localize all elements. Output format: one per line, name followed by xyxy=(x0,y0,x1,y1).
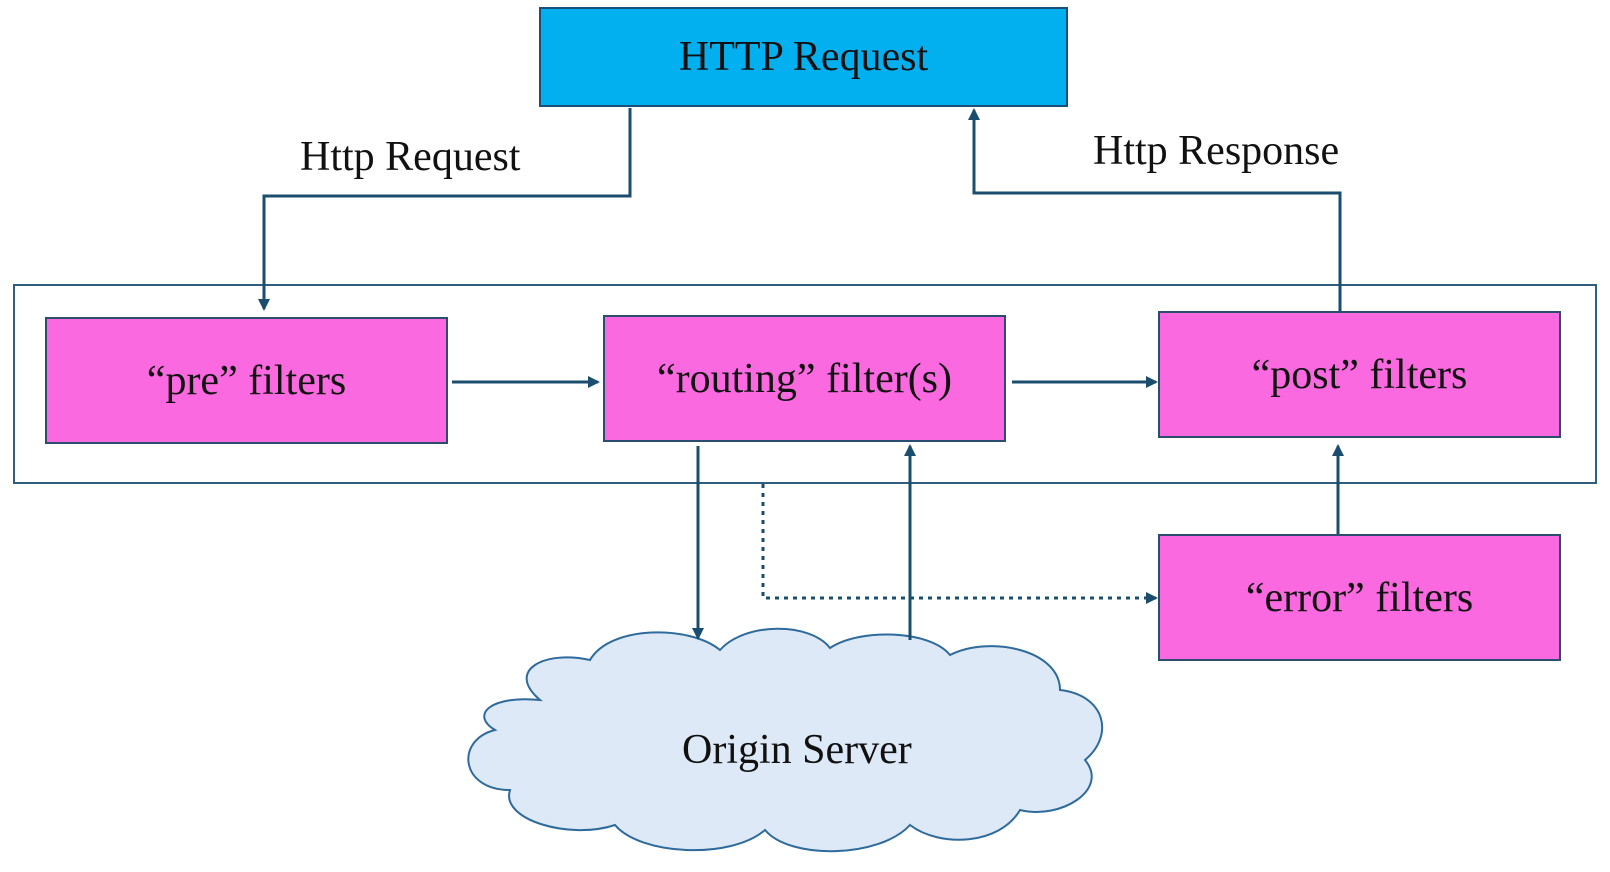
origin-server-cloud xyxy=(467,627,1104,853)
routing-filters-box: “routing” filter(s) xyxy=(603,315,1006,442)
pre-filters-box: “pre” filters xyxy=(45,317,448,444)
http-request-box: HTTP Request xyxy=(539,7,1068,107)
post-filters-label: “post” filters xyxy=(1251,351,1468,398)
arrow-post-to-response xyxy=(968,108,1342,312)
error-filters-box: “error” filters xyxy=(1158,534,1561,661)
post-filters-box: “post” filters xyxy=(1158,311,1561,438)
error-filters-label: “error” filters xyxy=(1245,574,1474,621)
arrow-request-to-pre xyxy=(258,108,632,311)
filter-container xyxy=(13,284,1597,484)
arrow-routing-to-error-dotted xyxy=(761,484,1158,604)
pre-filters-label: “pre” filters xyxy=(146,357,347,404)
routing-filters-label: “routing” filter(s) xyxy=(656,355,953,402)
edge-label-request: Http Request xyxy=(300,134,521,180)
origin-server-label: Origin Server xyxy=(682,727,912,773)
edge-label-response: Http Response xyxy=(1093,128,1340,174)
http-request-box-label: HTTP Request xyxy=(678,34,929,80)
